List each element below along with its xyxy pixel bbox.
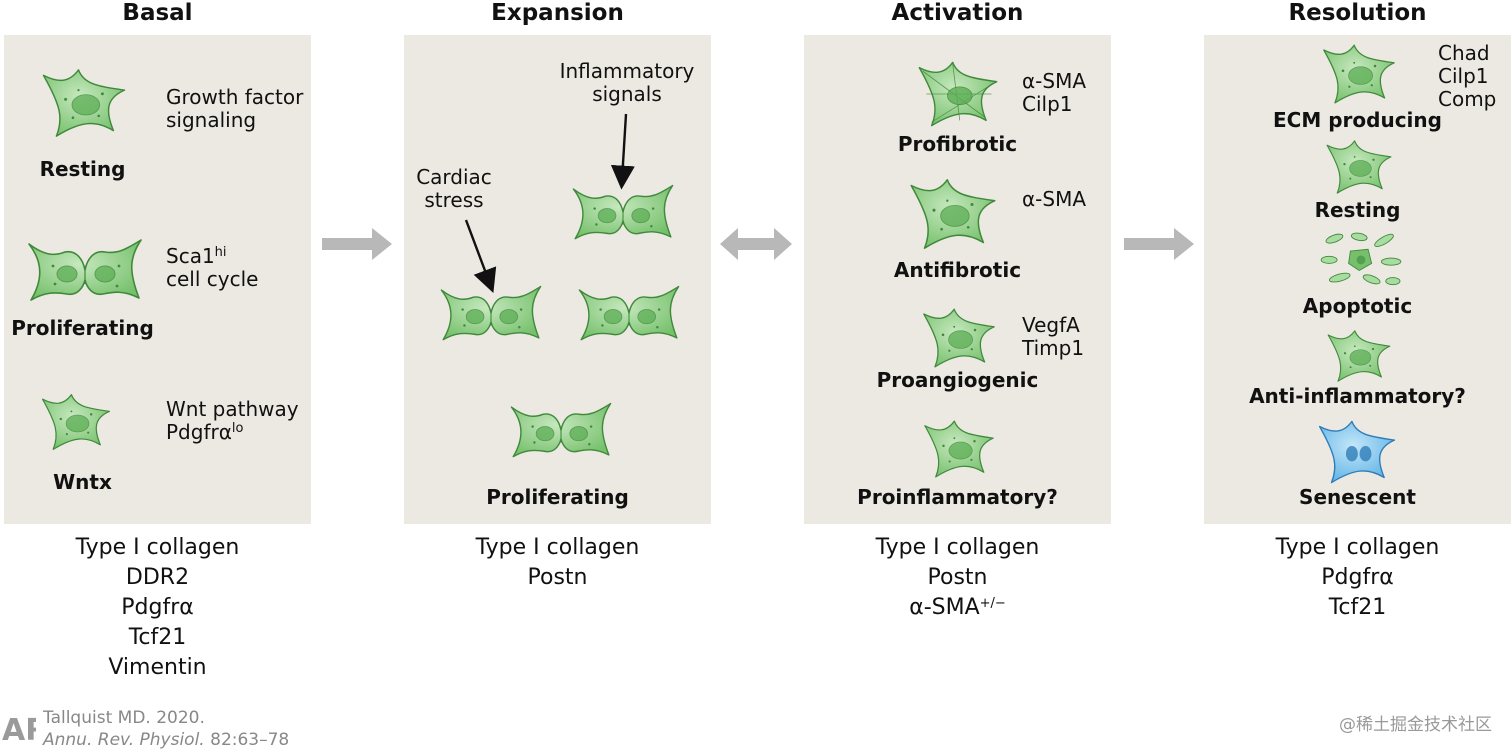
basal-to-expansion-arrow bbox=[322, 228, 392, 260]
citation: Tallquist MD. 2020. Annu. Rev. Physiol. … bbox=[43, 708, 290, 750]
stage-title-basal: Basal bbox=[122, 0, 193, 26]
apoptotic-label: Apoptotic bbox=[1302, 294, 1413, 318]
svg-text:AR: AR bbox=[2, 713, 36, 748]
stage-title-activation: Activation bbox=[891, 0, 1024, 26]
stage-title-resolution: Resolution bbox=[1288, 0, 1427, 26]
expansion-cell-pair-bottom-icon bbox=[500, 400, 622, 462]
apoptotic-cell-icon bbox=[1316, 228, 1406, 290]
expansion-proliferating-label: Proliferating bbox=[486, 485, 629, 509]
proinflammatory-label: Proinflammatory? bbox=[857, 485, 1058, 509]
proangiogenic-label: Proangiogenic bbox=[876, 368, 1039, 392]
wntx-cell-icon bbox=[38, 385, 114, 459]
ecm-producing-label: ECM producing bbox=[1273, 108, 1442, 132]
senescent-cell-icon bbox=[1306, 418, 1408, 486]
basal-proliferating-label: Proliferating bbox=[11, 316, 154, 340]
basal-proliferating-note: Sca1hi cell cycle bbox=[166, 244, 259, 291]
ecm-producing-cell-icon bbox=[1316, 42, 1402, 106]
proangiogenic-cell-icon bbox=[916, 306, 1002, 370]
resting-cell-icon bbox=[38, 66, 130, 140]
senescent-label: Senescent bbox=[1299, 485, 1416, 509]
antifibrotic-note: α-SMA bbox=[1022, 187, 1087, 211]
basal-resting-label: Resting bbox=[39, 157, 126, 181]
antifibrotic-label: Antifibrotic bbox=[893, 258, 1022, 282]
proinflammatory-cell-icon bbox=[916, 418, 1002, 480]
activation-to-resolution-arrow bbox=[1124, 228, 1194, 260]
annual-reviews-logo: AR bbox=[2, 713, 36, 748]
expansion-cell-pair-right-icon bbox=[568, 283, 690, 345]
anti-inflammatory-cell-icon bbox=[1320, 328, 1398, 384]
anti-inflammatory-label: Anti-inflammatory? bbox=[1249, 384, 1466, 408]
resolution-resting-label: Resting bbox=[1314, 198, 1401, 222]
stage-title-expansion: Expansion bbox=[491, 0, 624, 26]
proliferating-cell-icon bbox=[24, 236, 146, 306]
antifibrotic-cell-icon bbox=[902, 176, 1004, 252]
watermark: @稀土掘金技术社区 bbox=[1339, 715, 1492, 735]
profibrotic-cell-icon bbox=[914, 58, 1002, 130]
expansion-cell-pair-left-icon bbox=[430, 283, 552, 345]
expansion-cell-pair-top-icon bbox=[562, 182, 684, 244]
basal-wntx-label: Wntx bbox=[53, 470, 112, 494]
stress-arrow bbox=[464, 113, 635, 293]
expansion-activation-double-arrow bbox=[720, 228, 792, 260]
profibrotic-label: Profibrotic bbox=[897, 132, 1018, 156]
resolution-resting-cell-icon bbox=[1320, 138, 1398, 196]
basal-wntx-note: Wnt pathway Pdgfrαlo bbox=[166, 397, 299, 444]
